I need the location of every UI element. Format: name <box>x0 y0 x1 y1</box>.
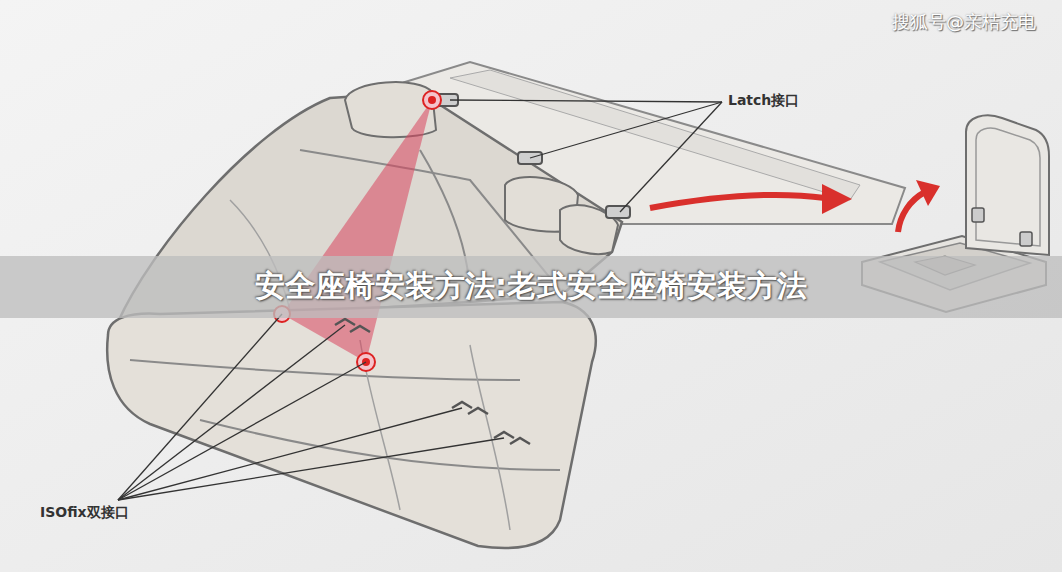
title: 安全座椅安装方法:老式安全座椅安装方法 <box>0 266 1062 307</box>
part-label: ISOfix双接口 <box>40 504 129 522</box>
watermark: 搜狐号@亲桔充电 <box>892 10 1036 34</box>
part-label: Latch接口 <box>728 92 799 110</box>
